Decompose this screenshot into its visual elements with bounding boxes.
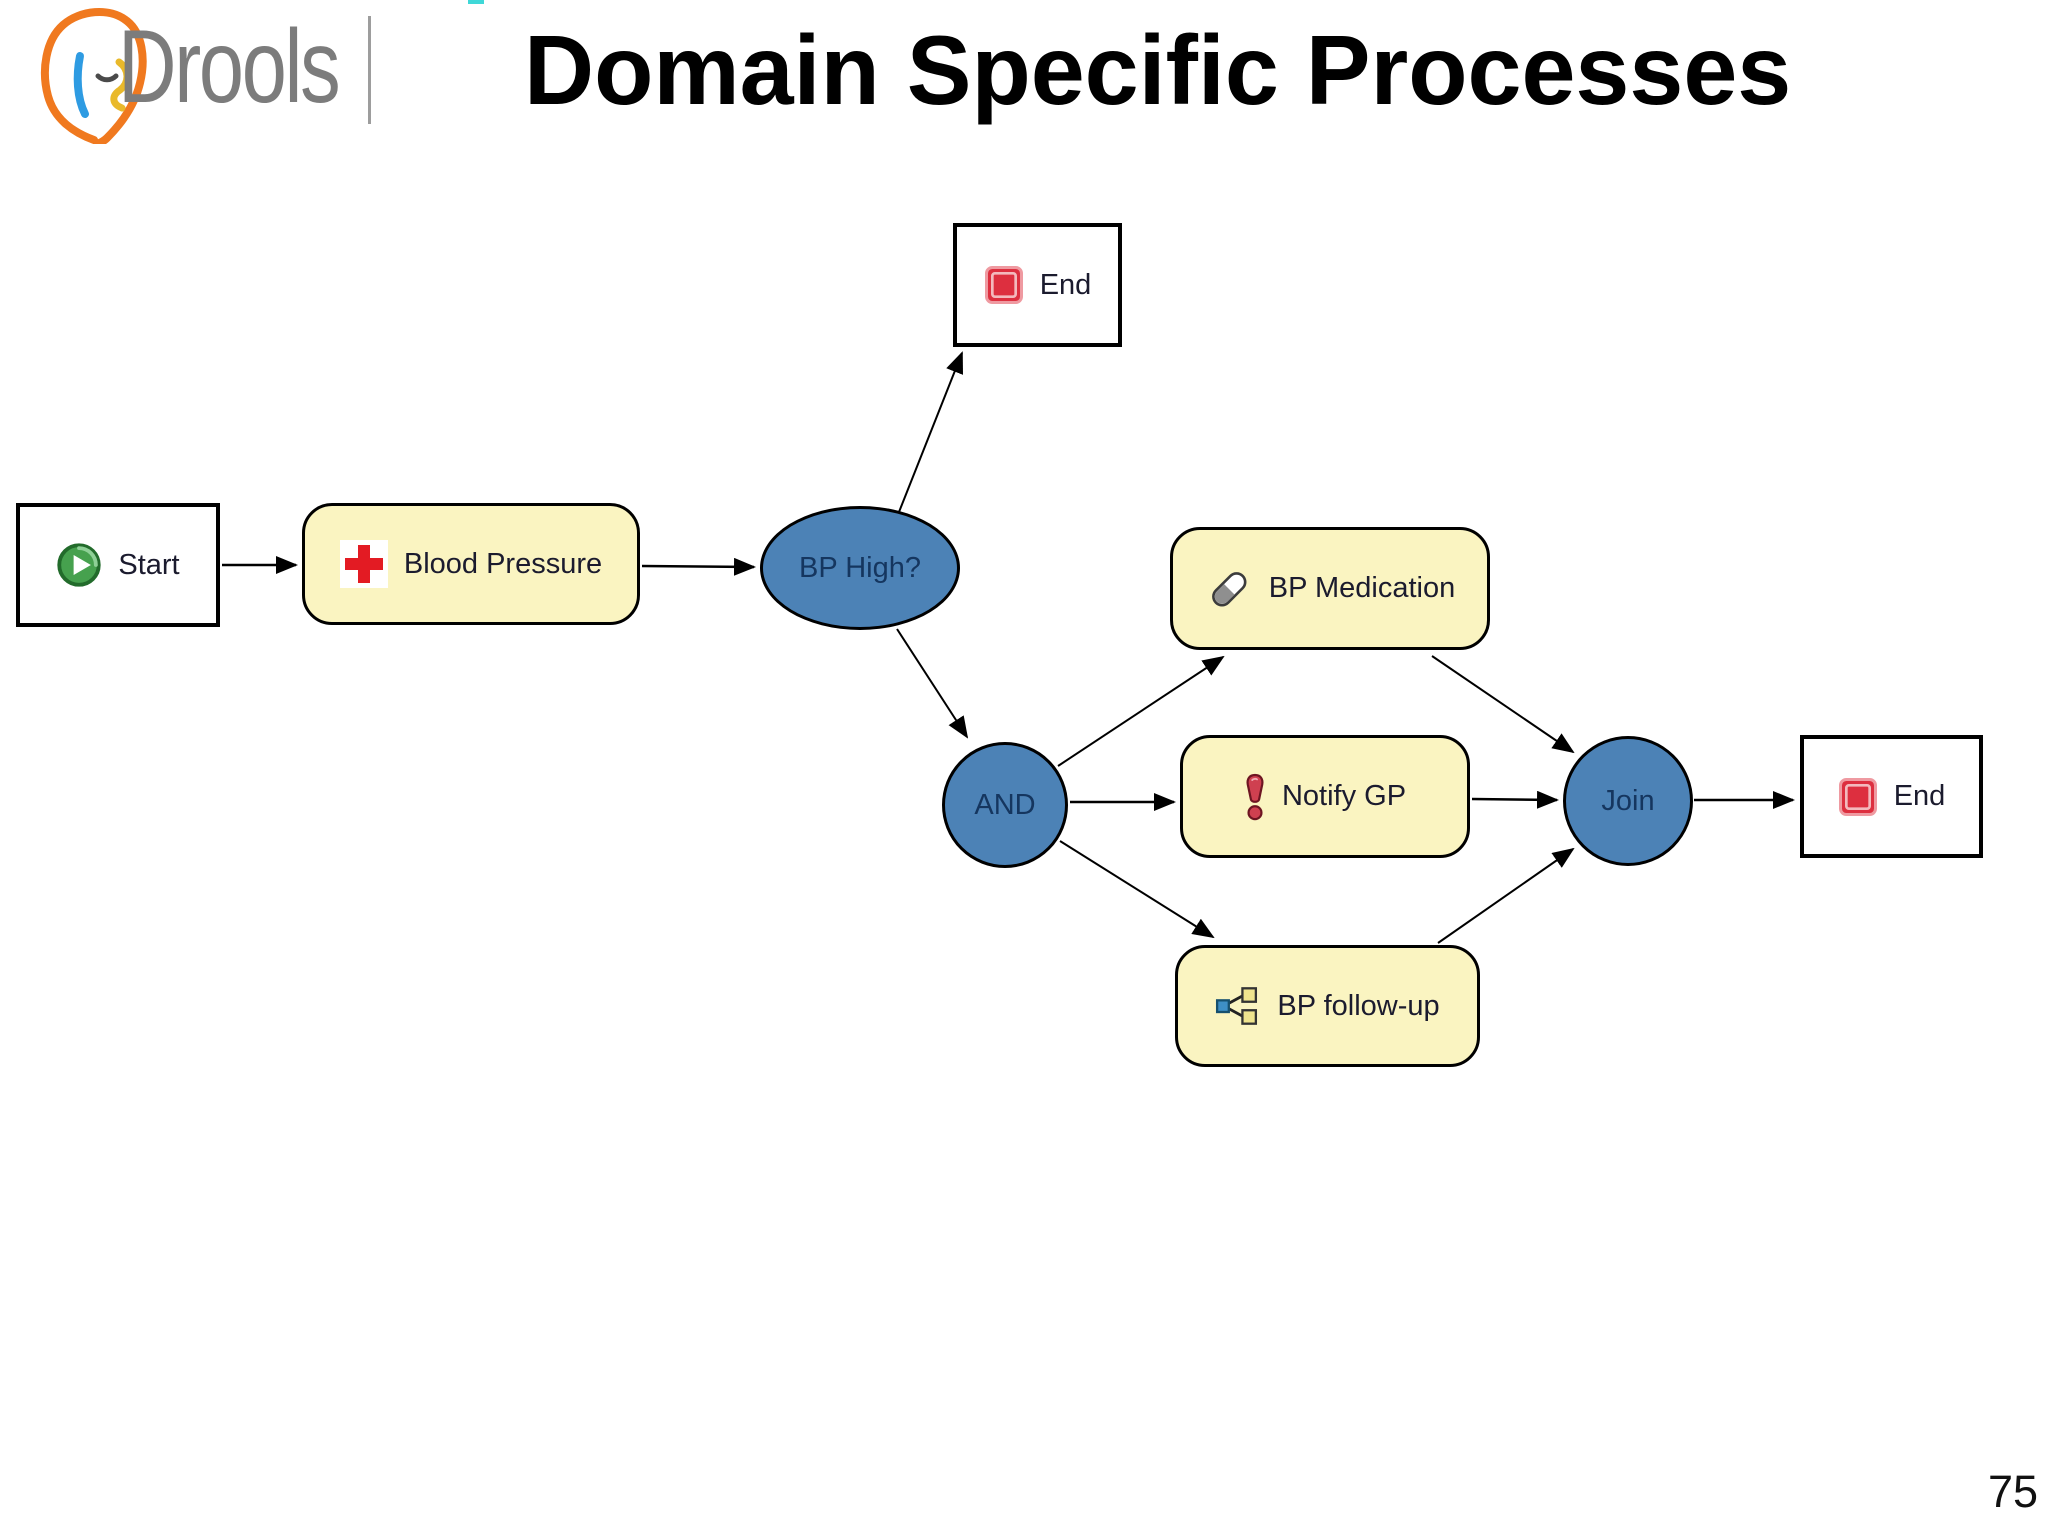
brand-wordmark: Drools	[118, 9, 341, 125]
edge-bp-high-to-and	[896, 628, 969, 739]
play-icon	[56, 542, 102, 588]
drools-face-logo	[41, 7, 147, 144]
node-end-top: End	[953, 223, 1122, 347]
node-label: Start	[118, 548, 180, 581]
node-bp-medication: BP Medication	[1170, 527, 1490, 650]
medical-cross-icon	[339, 540, 388, 588]
page-number: 75	[1988, 1466, 2039, 1517]
edge-bp-high-to-end-top	[898, 351, 963, 513]
node-label: BP Medication	[1268, 572, 1456, 604]
edge-bp-medication-to-join	[1431, 655, 1575, 754]
node-label: BP follow-up	[1277, 989, 1440, 1022]
edge-and-to-bp-medication	[1057, 655, 1225, 767]
stop-icon	[984, 265, 1024, 305]
node-join: Join	[1563, 736, 1693, 866]
top-edge-artifact	[468, 0, 484, 4]
share-icon	[1215, 986, 1261, 1026]
node-label: Join	[1601, 784, 1655, 817]
node-label: Notify GP	[1281, 780, 1407, 812]
node-label: BP High?	[799, 551, 921, 584]
node-bp-high: BP High?	[760, 506, 960, 630]
node-blood-pressure: Blood Pressure	[302, 503, 640, 625]
node-label: AND	[974, 788, 1036, 821]
node-end-right: End	[1800, 735, 1983, 858]
node-and-split: AND	[942, 742, 1068, 868]
stop-icon	[1838, 777, 1878, 817]
exclamation-icon	[1244, 773, 1266, 821]
edge-bp-follow-up-to-join	[1437, 847, 1575, 944]
node-label: End	[1039, 268, 1092, 301]
page-title: Domain Specific Processes	[524, 15, 1792, 125]
edge-blood-pressure-to-bp-high	[641, 557, 756, 576]
node-label: Blood Pressure	[403, 547, 603, 580]
header-separator	[368, 16, 371, 124]
edge-and-to-bp-follow-up	[1059, 840, 1215, 939]
edge-notify-gp-to-join	[1471, 790, 1559, 809]
node-label: End	[1893, 780, 1946, 812]
node-start: Start	[16, 503, 220, 627]
node-bp-follow-up: BP follow-up	[1175, 945, 1480, 1067]
pill-icon	[1205, 566, 1253, 612]
node-notify-gp: Notify GP	[1180, 735, 1470, 858]
